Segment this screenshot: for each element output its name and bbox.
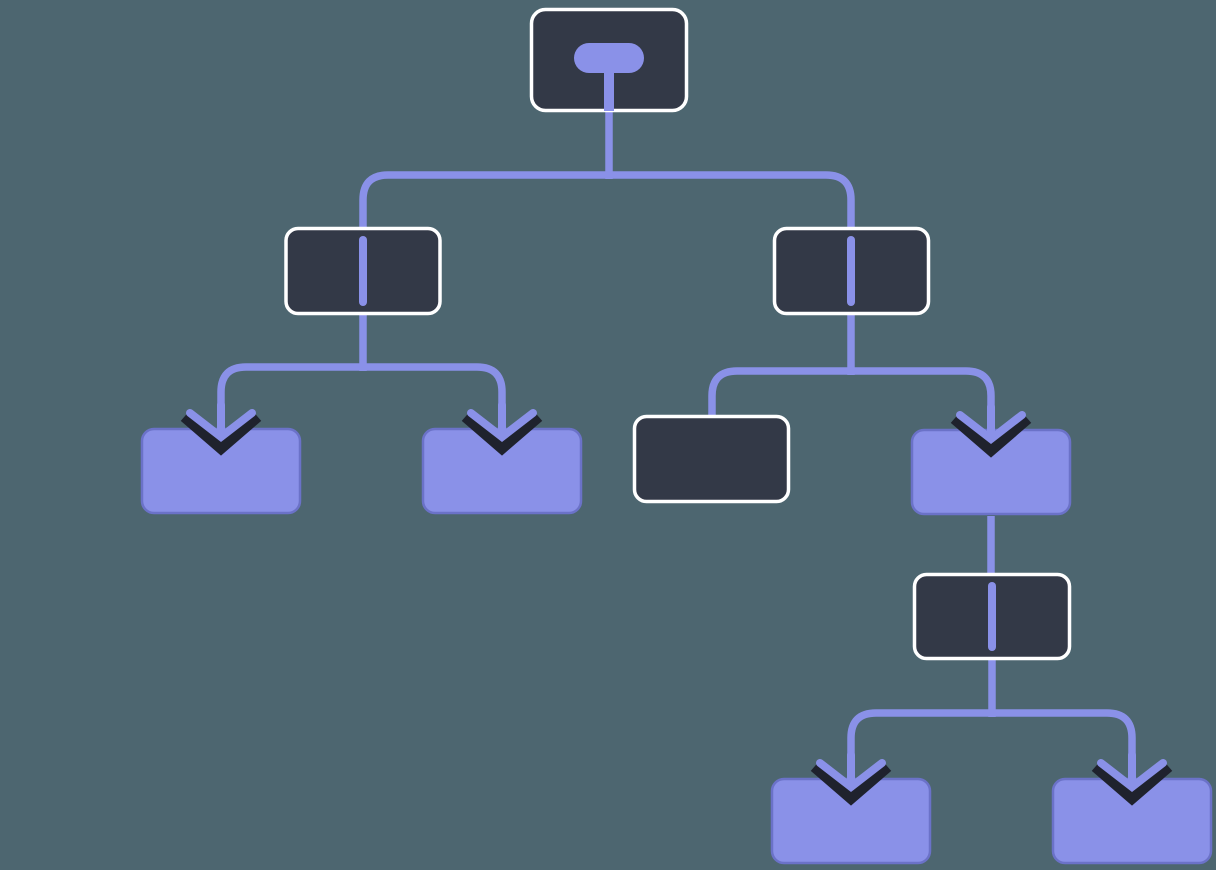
arrow-down-icon-leaf-2 xyxy=(467,401,537,443)
node-plain-dark[interactable] xyxy=(632,414,791,504)
root-pill-icon xyxy=(574,43,644,73)
connector-branch-bottom-to-leaves xyxy=(847,660,1136,787)
nodes xyxy=(140,7,1213,865)
arrow-down-icon-leaf-3 xyxy=(816,751,886,793)
connector-branch-right-to-children xyxy=(708,315,995,439)
connector-branch-left-to-leaves xyxy=(217,315,506,437)
chevron-down-icon-leaf-4 xyxy=(1091,761,1173,806)
chevron-down-icon-leaf-3 xyxy=(810,761,892,806)
arrow-down-icon-leaf-4 xyxy=(1097,751,1167,793)
connectors xyxy=(217,112,1136,787)
chevron-down-icon-mid-leaf xyxy=(950,413,1032,458)
connector-root-to-branches xyxy=(359,112,855,227)
arrow-down-icon-leaf-1 xyxy=(186,401,256,443)
chevron-down-icon-leaf-1 xyxy=(180,411,262,456)
chevron-down-icon-leaf-2 xyxy=(461,411,543,456)
arrow-down-icon-mid-leaf xyxy=(956,403,1026,445)
node-decorations xyxy=(180,43,1173,806)
